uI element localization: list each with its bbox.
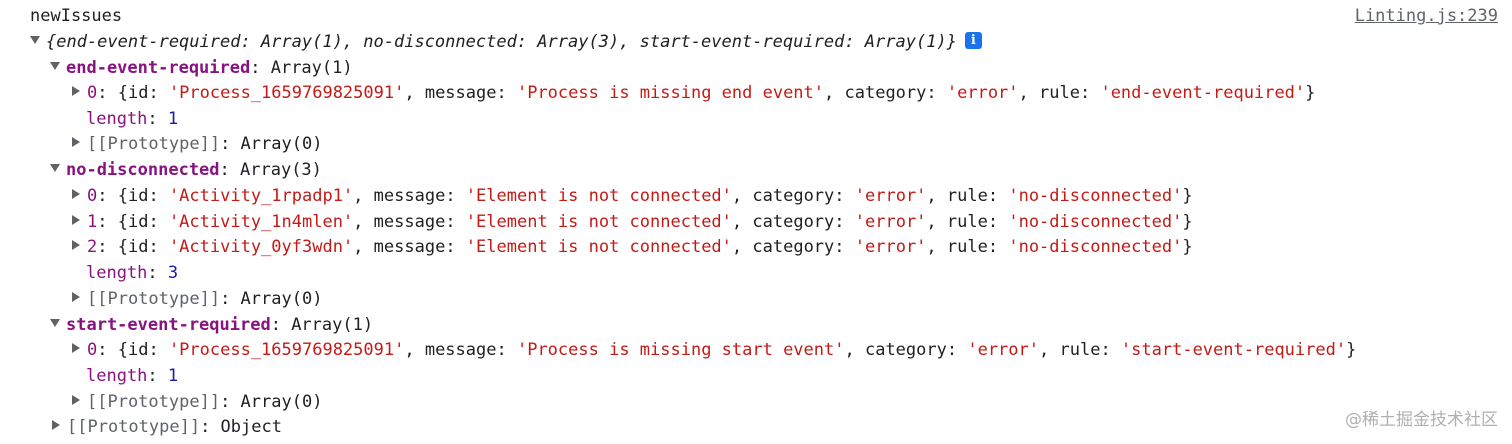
group-key: end-event-required xyxy=(66,58,251,78)
collapse-triangle-icon[interactable] xyxy=(52,420,60,430)
prototype-row[interactable]: [[Prototype]]: Array(0) xyxy=(70,390,322,415)
array-item-row[interactable]: 0: {id: 'Process_1659769825091', message… xyxy=(70,81,1315,106)
collapse-triangle-icon[interactable] xyxy=(72,292,80,302)
collapse-triangle-icon[interactable] xyxy=(72,215,80,225)
expand-triangle-icon[interactable] xyxy=(50,62,60,70)
summary-text: {end-event-required: Array(1), no-discon… xyxy=(46,32,957,52)
summary-row[interactable]: {end-event-required: Array(1), no-discon… xyxy=(30,30,982,55)
collapse-triangle-icon[interactable] xyxy=(72,189,80,199)
source-link[interactable]: Linting.js:239 xyxy=(1354,6,1498,26)
group-row-no-disconnected[interactable]: no-disconnected: Array(3) xyxy=(50,158,322,183)
expand-triangle-icon[interactable] xyxy=(50,164,60,172)
length-row: length: 1 xyxy=(86,366,179,386)
group-type: Array(3) xyxy=(240,160,322,180)
log-label-text: newIssues xyxy=(30,6,123,26)
array-item-row[interactable]: 2: {id: 'Activity_0yf3wdn', message: 'El… xyxy=(70,235,1193,260)
info-icon[interactable]: i xyxy=(964,31,982,49)
collapse-triangle-icon[interactable] xyxy=(72,343,80,353)
group-type: Array(1) xyxy=(291,315,374,335)
collapse-triangle-icon[interactable] xyxy=(72,86,80,96)
prototype-row[interactable]: [[Prototype]]: Array(0) xyxy=(70,132,322,157)
array-item-row[interactable]: 0: {id: 'Activity_1rpadp1', message: 'El… xyxy=(70,184,1193,209)
group-key: no-disconnected xyxy=(66,160,220,180)
root-prototype-row[interactable]: [[Prototype]]: Object xyxy=(50,415,282,440)
log-label: newIssues xyxy=(30,4,122,29)
group-type: Array(1) xyxy=(270,58,353,78)
collapse-triangle-icon[interactable] xyxy=(72,240,80,250)
expand-triangle-icon[interactable] xyxy=(50,319,60,327)
group-row-end-event-required[interactable]: end-event-required: Array(1) xyxy=(50,56,353,81)
expand-triangle-icon[interactable] xyxy=(30,36,40,44)
length-row: length: 3 xyxy=(86,263,179,283)
collapse-triangle-icon[interactable] xyxy=(72,137,80,147)
watermark: @稀土掘金技术社区 xyxy=(1345,410,1498,430)
array-item-row[interactable]: 1: {id: 'Activity_1n4mlen', message: 'El… xyxy=(70,210,1193,235)
collapse-triangle-icon[interactable] xyxy=(72,395,80,405)
array-item-row[interactable]: 0: {id: 'Process_1659769825091', message… xyxy=(70,338,1356,363)
length-row: length: 1 xyxy=(86,109,179,129)
group-key: start-event-required xyxy=(66,315,271,335)
group-row-start-event-required[interactable]: start-event-required: Array(1) xyxy=(50,313,373,338)
prototype-row[interactable]: [[Prototype]]: Array(0) xyxy=(70,287,322,312)
